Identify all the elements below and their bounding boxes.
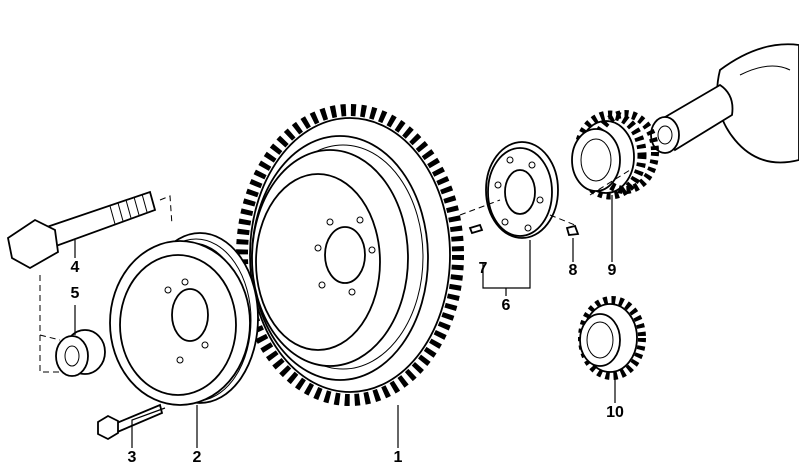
single-sprocket (578, 296, 646, 380)
small-bolt (97, 403, 164, 441)
callout-5: 5 (70, 285, 80, 302)
dowel-pin (468, 223, 484, 235)
belt-pulley (109, 232, 259, 406)
callout-9: 9 (607, 262, 617, 279)
washer (55, 329, 106, 377)
center-bolt (6, 190, 157, 270)
main-pulley (236, 104, 464, 406)
callout-4: 4 (70, 259, 80, 276)
hub-plate (485, 141, 559, 239)
woodruff-key (565, 224, 580, 236)
callout-7: 7 (478, 260, 488, 277)
crankshaft (650, 43, 799, 164)
callout-3: 3 (127, 449, 137, 466)
callout-6: 6 (501, 297, 511, 314)
double-sprocket (571, 110, 659, 200)
callout-1: 1 (393, 449, 403, 466)
callout-10: 10 (606, 404, 624, 421)
callout-8: 8 (568, 262, 578, 279)
callout-2: 2 (192, 449, 202, 466)
